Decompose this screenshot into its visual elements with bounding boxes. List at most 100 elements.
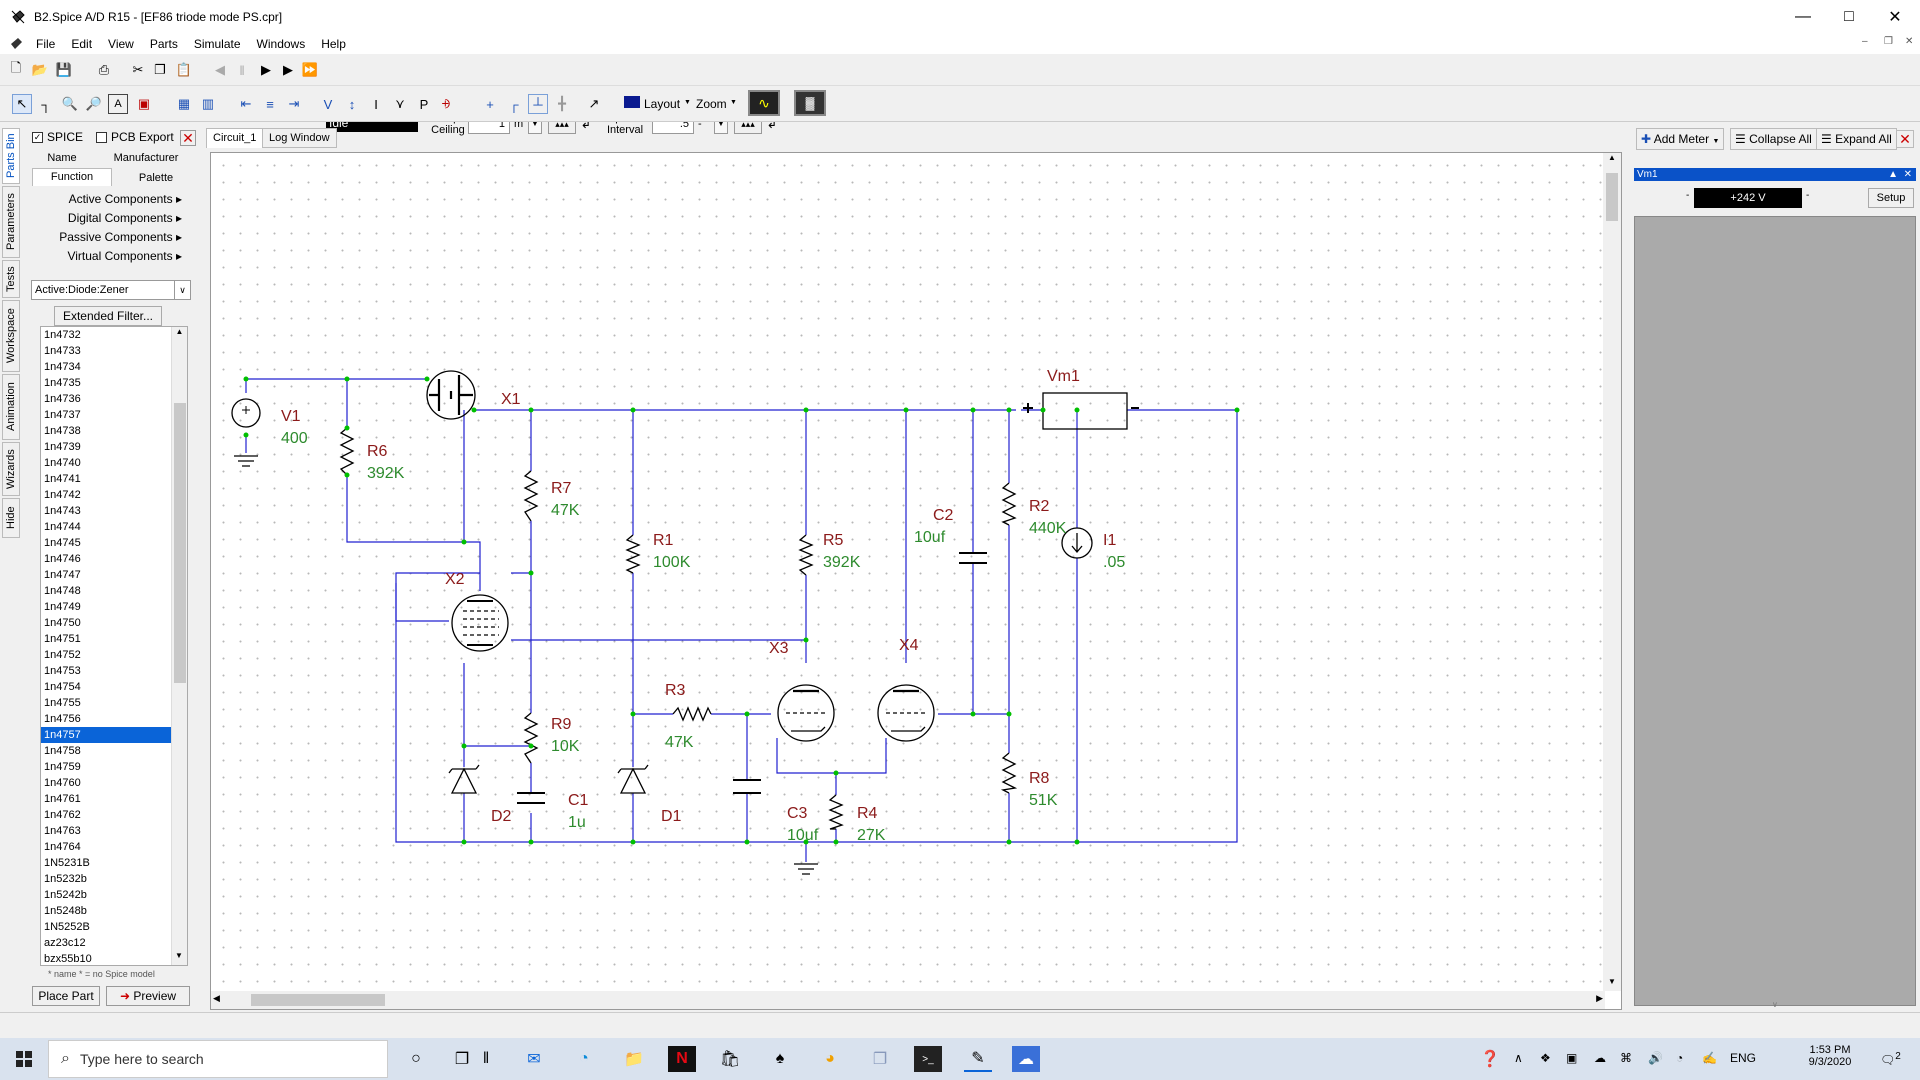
canvas-scroll-up-icon[interactable]: ▲	[1608, 153, 1616, 162]
copy-icon[interactable]: ❐	[154, 62, 166, 77]
r3-resistor-symbol[interactable]	[672, 706, 712, 722]
browser-icon[interactable]: ◕	[825, 1050, 835, 1067]
close-panel-icon[interactable]: ✕	[180, 130, 196, 146]
taskbar-search[interactable]: ⌕ Type here to search	[48, 1040, 388, 1078]
preview-button[interactable]: ➜ Preview	[106, 986, 190, 1006]
part-list-item[interactable]: 1n4752	[44, 649, 81, 661]
r1-resistor-symbol[interactable]	[625, 534, 641, 574]
x4-tube-symbol[interactable]	[877, 684, 935, 742]
menu-file[interactable]: File	[36, 37, 56, 51]
menu-parts[interactable]: Parts	[149, 37, 178, 51]
terminal-icon[interactable]: >_	[914, 1046, 942, 1072]
part-list-item[interactable]: 1n4763	[44, 825, 81, 837]
menu-windows[interactable]: Windows	[256, 37, 306, 51]
pen-icon[interactable]: ✍	[1702, 1051, 1717, 1065]
part-list-item[interactable]: 1n4736	[44, 393, 81, 405]
part-list-item[interactable]: 1n4732	[44, 329, 81, 341]
part-tool-icon[interactable]: ▣	[137, 96, 151, 111]
part-list-item[interactable]: 1n4761	[44, 793, 81, 805]
category-digital[interactable]: Digital Components ▸	[67, 211, 182, 225]
minimize-button[interactable]: —	[1795, 8, 1811, 25]
menu-help[interactable]: Help	[321, 37, 346, 51]
corner-icon[interactable]: ┌	[509, 96, 519, 112]
part-list-item[interactable]: 1n4734	[44, 361, 81, 373]
category-passive[interactable]: Passive Components ▸	[59, 230, 182, 244]
x2-tube-symbol[interactable]	[451, 594, 509, 652]
schematic-grid[interactable]: V1 400 R6 392K X1 R7 47K R1 100K R5 392K…	[211, 153, 1603, 989]
part-list-item[interactable]: 1n4758	[44, 745, 81, 757]
close-window-button[interactable]: ✕	[1888, 9, 1902, 26]
part-list-item[interactable]: 1n4742	[44, 489, 81, 501]
part-list-scroll-thumb[interactable]	[174, 403, 186, 683]
file-explorer-icon[interactable]: 📁	[624, 1051, 644, 1068]
power-probe-icon[interactable]: P	[419, 96, 429, 112]
layout-menu[interactable]: Layout	[644, 97, 681, 111]
hwp-icon[interactable]: ▣	[1566, 1051, 1578, 1065]
part-list-item[interactable]: 1n4741	[44, 473, 81, 485]
part-list-item[interactable]: 1n4733	[44, 345, 81, 357]
tab-manufacturer[interactable]: Manufacturer	[113, 152, 179, 164]
cloud-app-icon[interactable]: ☁	[1012, 1046, 1040, 1072]
expand-all-button[interactable]: ☰ Expand All	[1816, 128, 1897, 150]
volume-icon[interactable]: 🔊	[1648, 1051, 1663, 1065]
menu-simulate[interactable]: Simulate	[193, 37, 241, 51]
part-list-item[interactable]: 1n4759	[44, 761, 81, 773]
part-list-item[interactable]: 1n5232b	[44, 873, 87, 885]
add-node-icon[interactable]: +	[486, 96, 494, 112]
tab-animation[interactable]: Animation	[2, 374, 20, 440]
cortana-icon[interactable]: ○	[411, 1050, 421, 1067]
wire-tool-icon[interactable]: ┐	[41, 96, 51, 112]
tab-parts-bin[interactable]: Parts Bin	[2, 128, 20, 184]
r9-resistor-symbol[interactable]	[523, 712, 539, 764]
flip-vertical-icon[interactable]: ↕	[348, 96, 356, 112]
tab-circuit-1[interactable]: Circuit_1	[206, 128, 264, 148]
part-list-item[interactable]: 1n4749	[44, 601, 81, 613]
part-list-item[interactable]: 1N5231B	[44, 857, 90, 869]
menu-view[interactable]: View	[108, 37, 134, 51]
select-arrow-icon[interactable]: ↖	[12, 94, 32, 114]
show-hidden-icons-chevron-up-icon[interactable]: ∧	[1514, 1051, 1523, 1065]
node-probe-icon[interactable]: ⋎	[395, 96, 405, 111]
oscilloscope-icon[interactable]: ∿	[748, 90, 780, 116]
new-file-icon[interactable]: 🗋	[10, 60, 22, 75]
d2-zener-symbol[interactable]	[448, 764, 480, 794]
part-list-item[interactable]: 1n4739	[44, 441, 81, 453]
part-list-item[interactable]: 1n4756	[44, 713, 81, 725]
current-probe-icon[interactable]: I	[374, 96, 378, 112]
mdi-minimize-button[interactable]: –	[1862, 36, 1868, 47]
junction-icon[interactable]: ⨮	[441, 96, 451, 111]
part-list-item[interactable]: 1n4750	[44, 617, 81, 629]
schematic-drawing[interactable]: V1 400 R6 392K X1 R7 47K R1 100K R5 392K…	[211, 153, 1603, 989]
dropbox-icon[interactable]: ❖	[1540, 1051, 1551, 1065]
text-tool-icon[interactable]: A	[108, 94, 128, 114]
part-list-item[interactable]: 1n4735	[44, 377, 81, 389]
store-icon[interactable]: 🛍	[719, 1051, 741, 1068]
mdi-close-button[interactable]: ✕	[1905, 36, 1914, 47]
part-list-item[interactable]: 1n4753	[44, 665, 81, 677]
run-icon[interactable]: ▶	[283, 62, 293, 77]
paste-icon[interactable]: 📋	[175, 62, 193, 77]
apply-update-icon[interactable]: ↲	[766, 116, 778, 131]
add-meter-button[interactable]: ✚ Add Meter ▼	[1636, 128, 1725, 150]
c1-capacitor-symbol[interactable]	[517, 792, 545, 804]
mail-icon[interactable]: ✉	[527, 1051, 541, 1068]
crosshair-icon[interactable]: ╋	[558, 96, 566, 111]
r4-resistor-symbol[interactable]	[828, 794, 844, 830]
r7-resistor-symbol[interactable]	[523, 470, 539, 522]
voltage-probe-icon[interactable]: V	[323, 96, 333, 112]
canvas-scroll-left-icon[interactable]: ◀	[213, 993, 220, 1003]
tab-name[interactable]: Name	[47, 152, 77, 164]
wifi-icon[interactable]: ◔	[1676, 1051, 1684, 1065]
part-list-item[interactable]: 1n4754	[44, 681, 81, 693]
step-back-icon[interactable]: ◀	[215, 62, 225, 77]
canvas-vscroll-thumb[interactable]	[1606, 173, 1618, 221]
maximize-button[interactable]: □	[1844, 8, 1854, 25]
zoom-out-icon[interactable]: 🔎	[85, 96, 103, 111]
r2-resistor-symbol[interactable]	[1001, 482, 1017, 526]
close-meter-panel-icon[interactable]: ✕	[1896, 130, 1914, 148]
part-list-item[interactable]: 1n4762	[44, 809, 81, 821]
open-folder-icon[interactable]: 📂	[31, 62, 49, 77]
grid-icon[interactable]: ▦	[177, 96, 191, 111]
part-list-scrollbar[interactable]: ▲ ▼	[171, 327, 187, 965]
